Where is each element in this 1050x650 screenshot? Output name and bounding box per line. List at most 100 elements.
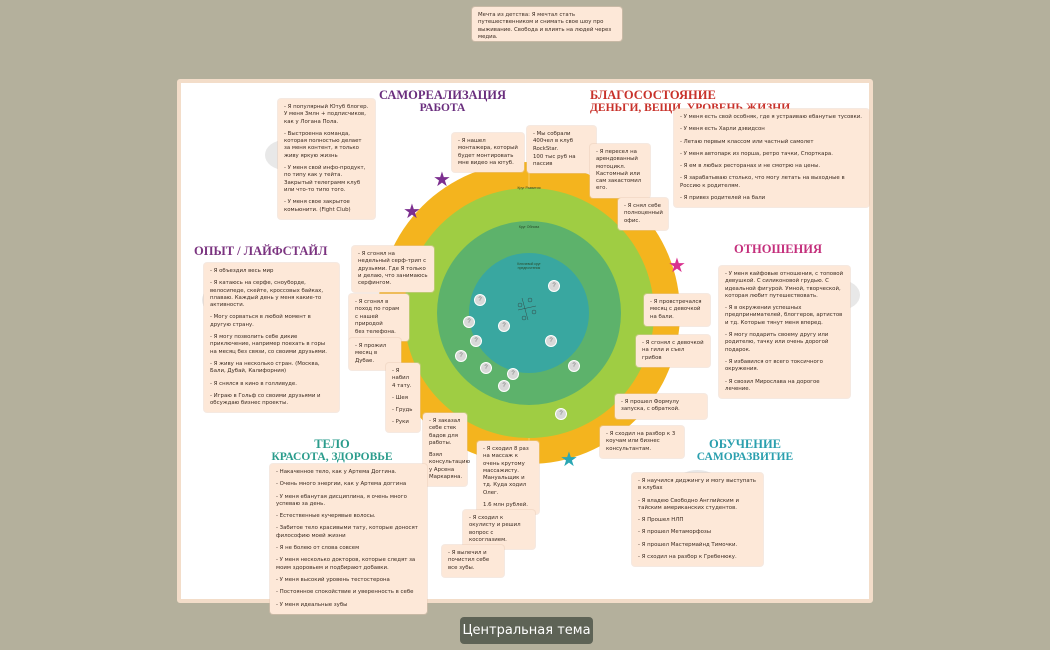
- title-learning-l2: САМОРАЗВИТИЕ: [696, 451, 794, 464]
- question-marker-icon[interactable]: ?: [474, 294, 486, 306]
- title-body: ТЕЛО КРАСОТА, ЗДОРОВЬЕ: [267, 437, 397, 464]
- note-line: - Я привез родителей на бали: [680, 195, 766, 202]
- note-line: - Я сгонял в поход по горам с нашей прир…: [355, 299, 400, 327]
- note-line: - Я живу на несколько стран. (Москва, Ба…: [210, 360, 320, 375]
- top-dream-text: Мечта из детства: Я мечтал стать путешес…: [478, 12, 612, 40]
- note-line: - Я сгонял с девочкой на гили и съел гри…: [642, 340, 704, 361]
- title-body-l1: ТЕЛО: [314, 437, 350, 451]
- note-line: - Я сходил к окулисту и решил вопрос с к…: [469, 515, 521, 543]
- title-self-realization-l2: РАБОТА: [419, 102, 466, 115]
- note-rockstar[interactable]: - Мы собрали 400чел в клуб RockStar. 100…: [527, 126, 596, 174]
- note-line: Взял консультацию у Арсена Маркаряна.: [429, 452, 471, 481]
- note-line: - Могу сорваться в любой момент в другую…: [210, 314, 311, 328]
- title-learning: ОБУЧЕНИЕ САМОРАЗВИТИЕ: [690, 437, 800, 464]
- note-line: - Я провстречался месяц с девочкой на ба…: [650, 299, 702, 320]
- note-line: 100 тыс руб на пассив: [533, 153, 576, 168]
- note-line: - Естественные кучерявые волосы.: [276, 513, 376, 520]
- note-line: - У меня несколько докторов, которые сле…: [276, 557, 416, 571]
- note-formula[interactable]: - Я прошел Формулу запуска, с обраткой.: [615, 394, 707, 419]
- note-line: - У меня кайфовые отношения, с топовой д…: [725, 271, 844, 299]
- note-girl-bali[interactable]: - Я провстречался месяц с девочкой на ба…: [644, 294, 710, 326]
- note-line: - Я избавился от всего токсичного окруже…: [725, 358, 823, 373]
- note-line: 1.6 млн рублей.: [483, 502, 528, 509]
- note-line: - Я научился диджингу и могу выступать в…: [638, 478, 756, 492]
- note-line: - Летаю первым классом или частный самол…: [680, 138, 814, 145]
- note-line: - Я катаюсь на серфе, сноуборде, велосип…: [210, 280, 324, 309]
- title-experience: ОПЫТ / ЛАЙФСТАЙЛ: [194, 244, 334, 258]
- note-hike[interactable]: - Я сгонял в поход по горам с нашей прир…: [349, 294, 409, 342]
- title-body-l2: КРАСОТА, ЗДОРОВЬЕ: [271, 451, 393, 464]
- note-tattoo[interactable]: - Я набил 4 тату. - Шея - Грудь - Руки: [386, 363, 420, 432]
- question-marker-icon[interactable]: ?: [480, 362, 492, 374]
- question-marker-icon[interactable]: ?: [568, 360, 580, 372]
- note-line: - Я сходил на разбор к 3 коучам или бизн…: [606, 431, 676, 452]
- note-line: - Я сходил 8 раз на массаж к очень круто…: [483, 446, 529, 496]
- question-marker-icon[interactable]: ?: [555, 408, 567, 420]
- note-line: - Я заказал себе стек бадов для работы.: [429, 418, 461, 446]
- note-line: - Я ем в любых ресторанах и не смотрю на…: [680, 163, 821, 170]
- question-marker-icon[interactable]: ?: [498, 320, 510, 332]
- note-wealth[interactable]: - У меня есть свой особняк, где я устраи…: [674, 109, 869, 208]
- note-line: - Я сгонял на недельный серф-трип с друз…: [358, 251, 428, 287]
- note-line: - Я нашел монтажера, который будет монти…: [458, 138, 518, 166]
- title-experience-l1: ОПЫТ / ЛАЙФСТАЙЛ: [194, 244, 328, 258]
- note-line: - Я объездил весь мир: [210, 268, 274, 274]
- note-line: без телефона.: [355, 329, 396, 336]
- note-body[interactable]: - Накаченное тело, как у Артема Доггина.…: [270, 464, 427, 614]
- note-line: - Грудь: [392, 407, 413, 414]
- star-icon[interactable]: ★: [560, 449, 578, 471]
- note-teeth[interactable]: - Я вылечил и почистил себе все зубы.: [442, 545, 504, 577]
- note-line: - Руки: [392, 419, 409, 426]
- note-line: - Выстроенна команда, которая полностью …: [284, 130, 362, 159]
- question-marker-icon[interactable]: ?: [455, 350, 467, 362]
- note-osteo[interactable]: - Я сходил к окулисту и решил вопрос с к…: [463, 510, 535, 550]
- note-learning[interactable]: - Я научился диджингу и могу выступать в…: [632, 473, 763, 567]
- note-relations[interactable]: - У меня кайфовые отношения, с топовой д…: [719, 266, 850, 399]
- note-line: - У меня есть свой особняк, где я устраи…: [680, 114, 862, 120]
- note-girl-gili[interactable]: - Я сгонял с девочкой на гили и съел гри…: [636, 335, 710, 367]
- note-line: - Я прошел Метаморфозы: [638, 529, 711, 536]
- note-line: - Я снялся в кино в голливуде.: [210, 380, 297, 387]
- note-line: - Очень много энергии, как у Артема догг…: [276, 481, 407, 488]
- star-icon[interactable]: ★: [668, 255, 686, 277]
- question-marker-icon[interactable]: ?: [507, 368, 519, 380]
- top-dream-note[interactable]: Мечта из детства: Я мечтал стать путешес…: [472, 7, 622, 41]
- note-line: - Я снял себе полноценный офис.: [624, 203, 663, 224]
- note-line: - Я в окружении успешных предпринимателе…: [725, 305, 843, 326]
- note-surf[interactable]: - Я сгонял на недельный серф-трип с друз…: [352, 246, 434, 293]
- question-marker-icon[interactable]: ?: [498, 380, 510, 392]
- note-line: - У меня автопарк из порша, ретро тачки,…: [680, 150, 833, 157]
- note-line: - Постоянное спокойствие и уверенность в…: [276, 589, 414, 596]
- question-marker-icon[interactable]: ?: [470, 335, 482, 347]
- note-line: - Я пересел на арендованный мотоцикл. Ка…: [596, 149, 642, 192]
- central-topic-button[interactable]: Центральная тема: [460, 617, 593, 644]
- note-experience[interactable]: - Я объездил весь мир - Я катаюсь на сер…: [204, 263, 339, 413]
- note-line: - Я сходил на разбор к Гребенюку.: [638, 554, 737, 561]
- question-marker-icon[interactable]: ?: [463, 316, 475, 328]
- note-line: - Я не болею от слова совсем: [276, 545, 360, 552]
- note-montage[interactable]: - Я нашел монтажера, который будет монти…: [452, 133, 524, 173]
- question-marker-icon[interactable]: ?: [548, 280, 560, 292]
- note-self-realization[interactable]: - Я популярный Ютуб блогер. У меня 3млн …: [278, 99, 375, 219]
- note-line: - Накаченное тело, как у Артема Доггина.: [276, 469, 397, 475]
- note-coaches[interactable]: - Я сходил на разбор к 3 коучам или бизн…: [600, 426, 684, 458]
- note-line: - Я прошел Мастермайнд Тимочки.: [638, 541, 738, 548]
- note-line: - У меня высокий уровень тестостерона: [276, 576, 390, 583]
- question-marker-icon[interactable]: ?: [545, 335, 557, 347]
- note-line: - У меня свое закрытое комьюнити. (Fight…: [284, 199, 351, 213]
- note-line: - У меня есть Харли дэвидсон: [680, 126, 765, 133]
- note-moto[interactable]: - Я пересел на арендованный мотоцикл. Ка…: [590, 144, 650, 198]
- note-office[interactable]: - Я снял себе полноценный офис.: [618, 198, 668, 230]
- title-learning-l1: ОБУЧЕНИЕ: [708, 437, 781, 451]
- star-icon[interactable]: ★: [403, 201, 421, 223]
- ring-label-middle: Круг Обнова: [518, 225, 540, 229]
- note-line: - У меня идеальные зубы: [276, 601, 348, 608]
- note-line: - Я набил 4 тату.: [392, 368, 412, 389]
- star-icon[interactable]: ★: [433, 169, 451, 191]
- note-badge[interactable]: - Я заказал себе стек бадов для работы. …: [423, 413, 471, 487]
- note-line: - Мы собрали 400чел в клуб RockStar.: [533, 131, 574, 152]
- note-massage[interactable]: - Я сходил 8 раз на массаж к очень круто…: [477, 441, 539, 515]
- note-line: - Я прошел Формулу запуска, с обраткой.: [621, 399, 680, 413]
- note-line: - Я свозил Мирослава на дорогое лечение.: [725, 378, 820, 392]
- note-line: - Играю в Гольф со своими друзьями и обс…: [210, 392, 321, 407]
